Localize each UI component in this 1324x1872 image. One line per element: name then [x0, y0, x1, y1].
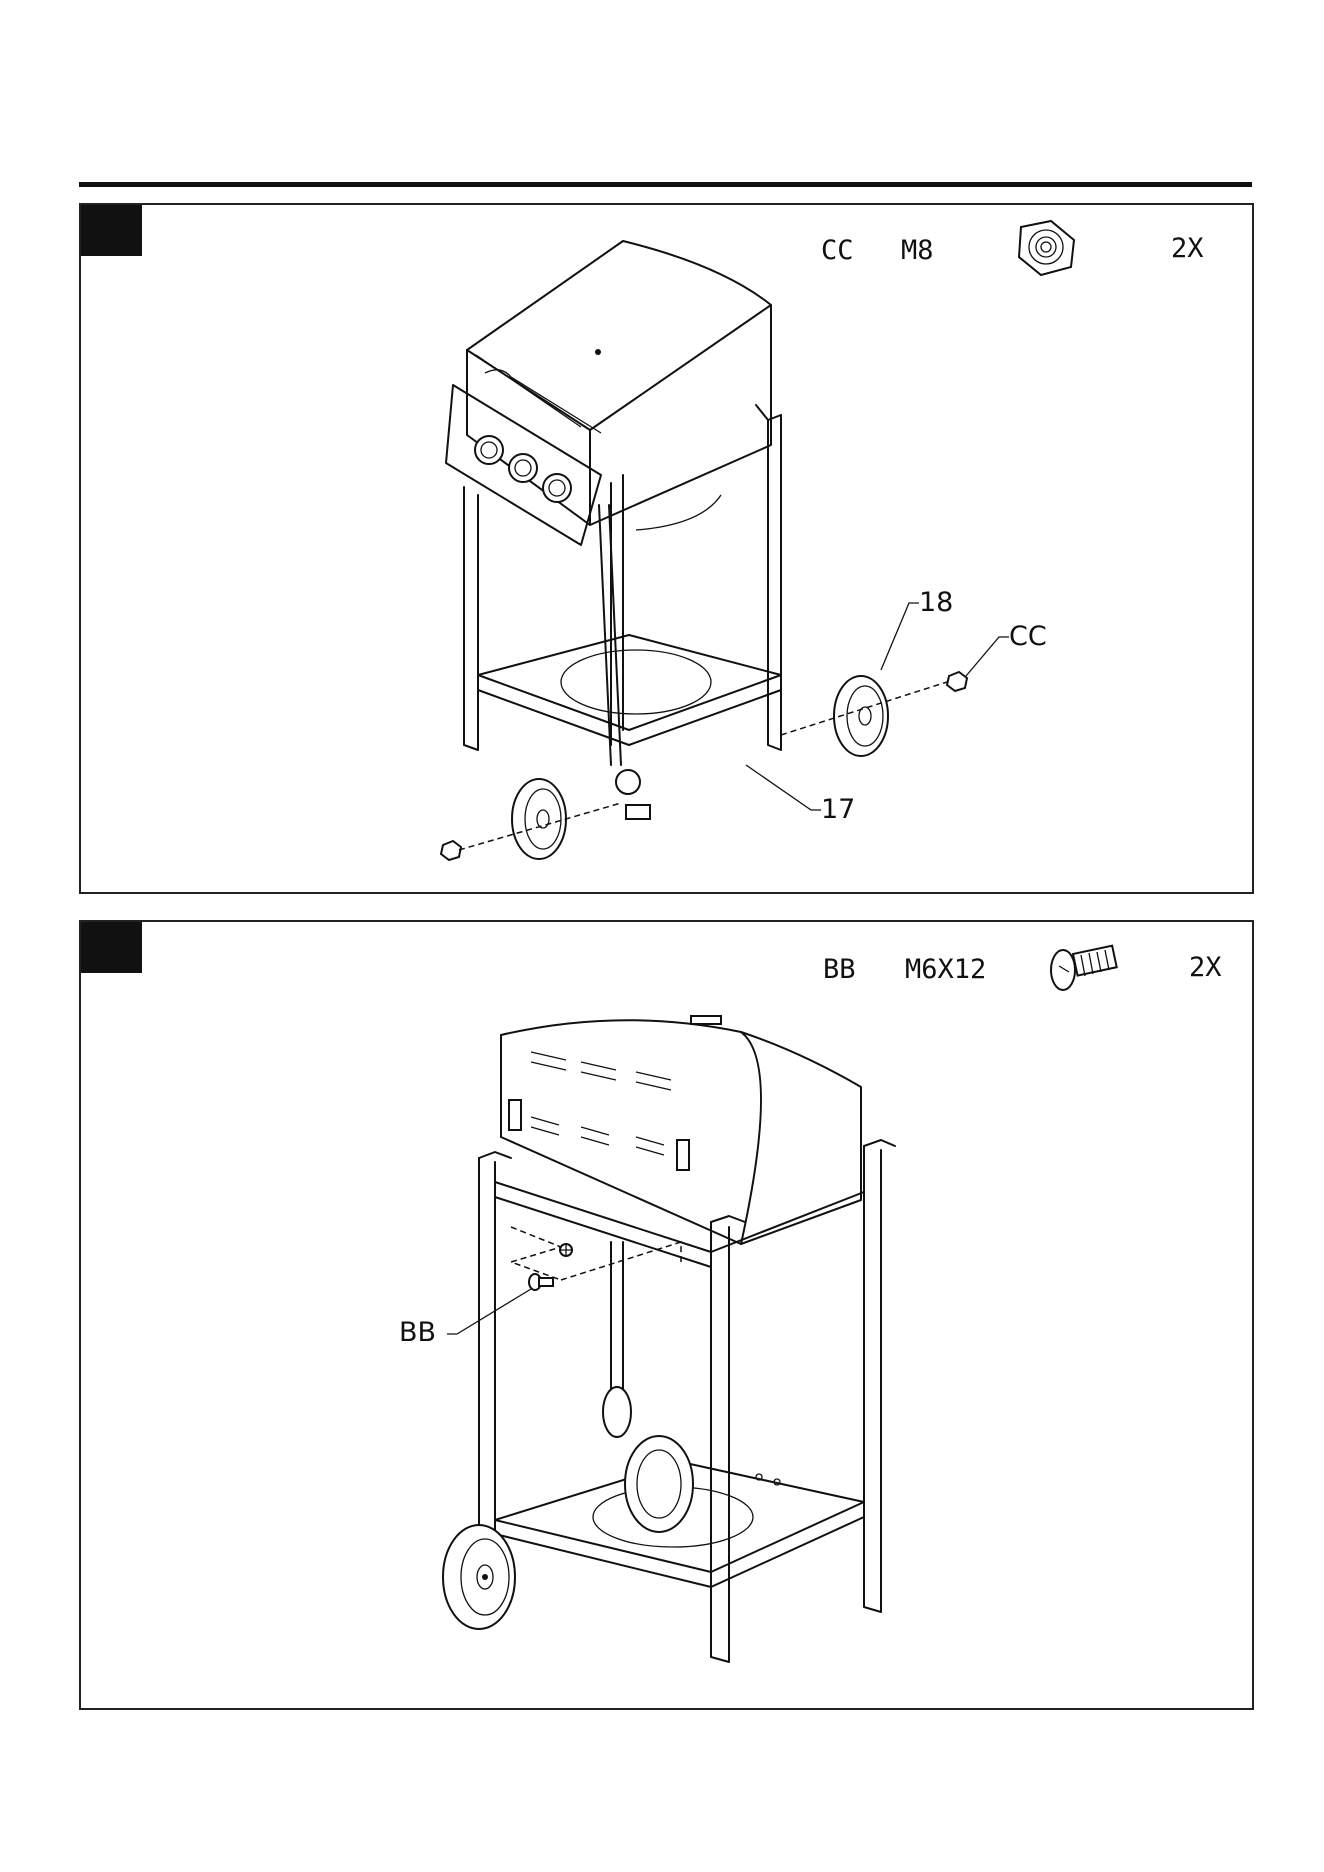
callout-wheel-18: 18 — [919, 587, 953, 618]
lock-nut-icon — [1019, 221, 1074, 275]
step-1-illustration — [81, 205, 1252, 892]
rear-wheel — [625, 1436, 693, 1532]
regulator-hose-rear — [603, 1242, 631, 1437]
upper-bolt — [560, 1244, 572, 1256]
control-panel — [446, 385, 601, 545]
regulator-hose — [599, 495, 721, 819]
callout-nut-cc: CC — [1009, 621, 1047, 652]
callout-axle-17: 17 — [821, 794, 855, 825]
step-2-panel: BB M6X12 2X — [79, 920, 1254, 1710]
left-nut — [441, 841, 461, 860]
step-2-illustration — [81, 922, 1252, 1708]
callout-bolt-bb: BB — [399, 1317, 436, 1348]
cart-frame — [464, 405, 781, 750]
bolt-icon — [1051, 946, 1117, 990]
front-wheel — [443, 1525, 515, 1629]
cart-frame-rear — [479, 1140, 895, 1662]
right-nut — [947, 672, 967, 691]
lower-bolt — [529, 1274, 553, 1290]
left-wheel — [512, 779, 566, 859]
step-1-panel: CC M8 2X — [79, 203, 1254, 894]
grill-hood — [467, 241, 771, 525]
header-rule — [79, 182, 1252, 187]
grill-hood-rear — [501, 1016, 861, 1244]
